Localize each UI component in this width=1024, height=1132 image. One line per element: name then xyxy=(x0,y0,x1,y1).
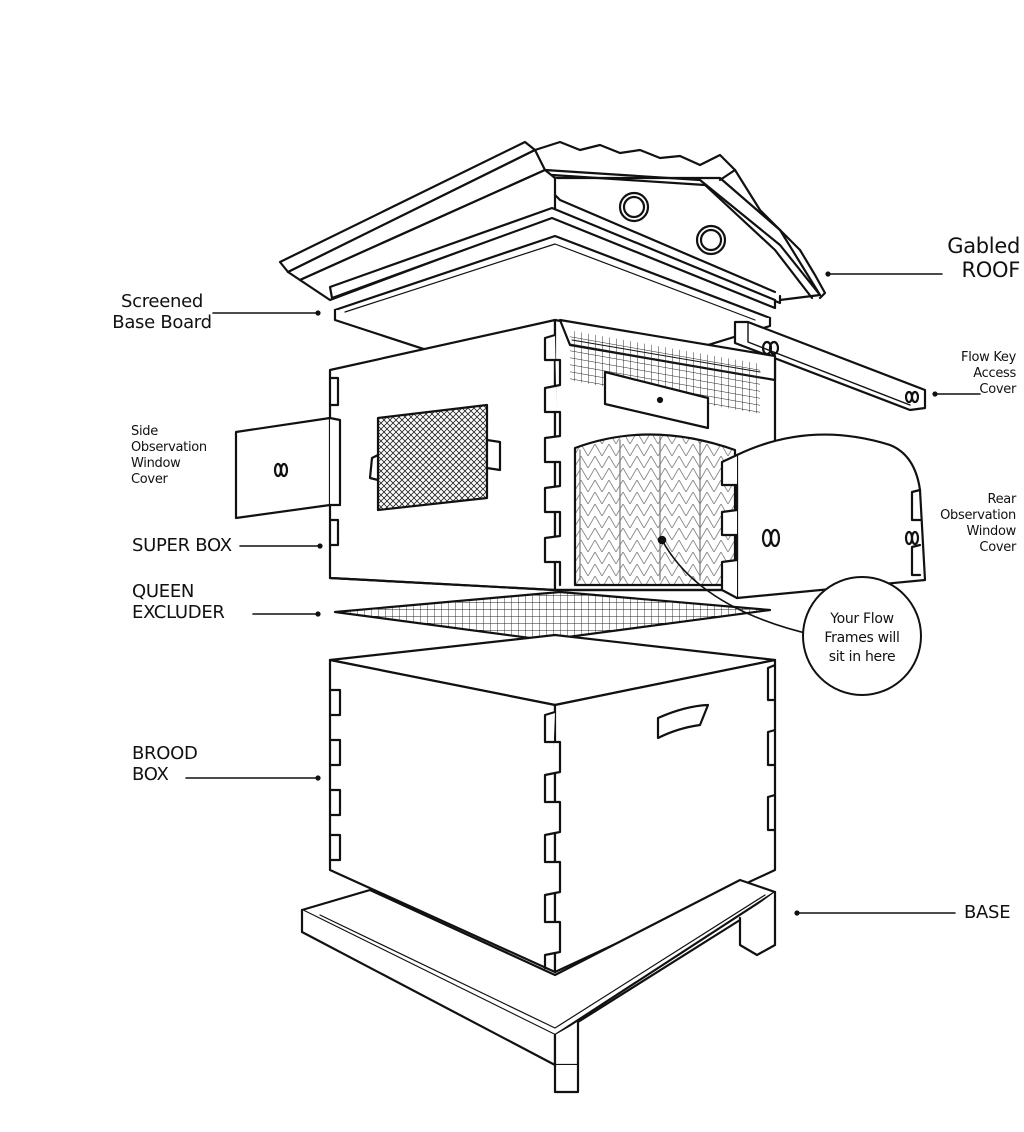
super-box xyxy=(328,318,777,592)
label-screened-base-board: Screened Base Board xyxy=(112,291,212,333)
label-rear-observation-window-cover: Rear Observation Window Cover xyxy=(940,492,1016,555)
side-observation-window-cover xyxy=(234,416,342,520)
queen-excluder xyxy=(333,590,772,642)
label-super-box: SUPER BOX xyxy=(132,535,232,556)
gabled-roof xyxy=(278,140,827,310)
base xyxy=(300,878,777,1094)
leader-lines xyxy=(185,271,981,916)
label-brood-box: BROOD BOX xyxy=(132,743,198,785)
label-queen-excluder: QUEEN EXCLUDER xyxy=(132,581,225,623)
label-flow-key-access-cover: Flow Key Access Cover xyxy=(961,350,1016,397)
label-gabled-roof: Gabled ROOF xyxy=(947,234,1020,282)
flow-key-access-cover xyxy=(733,320,927,412)
label-base: BASE xyxy=(964,902,1011,923)
label-flow-frames-callout: Your Flow Frames will sit in here xyxy=(824,611,900,665)
flow-frames-callout-circle xyxy=(802,576,922,696)
rear-observation-window-cover xyxy=(720,433,927,600)
label-side-observation-window-cover: Side Observation Window Cover xyxy=(131,424,207,487)
